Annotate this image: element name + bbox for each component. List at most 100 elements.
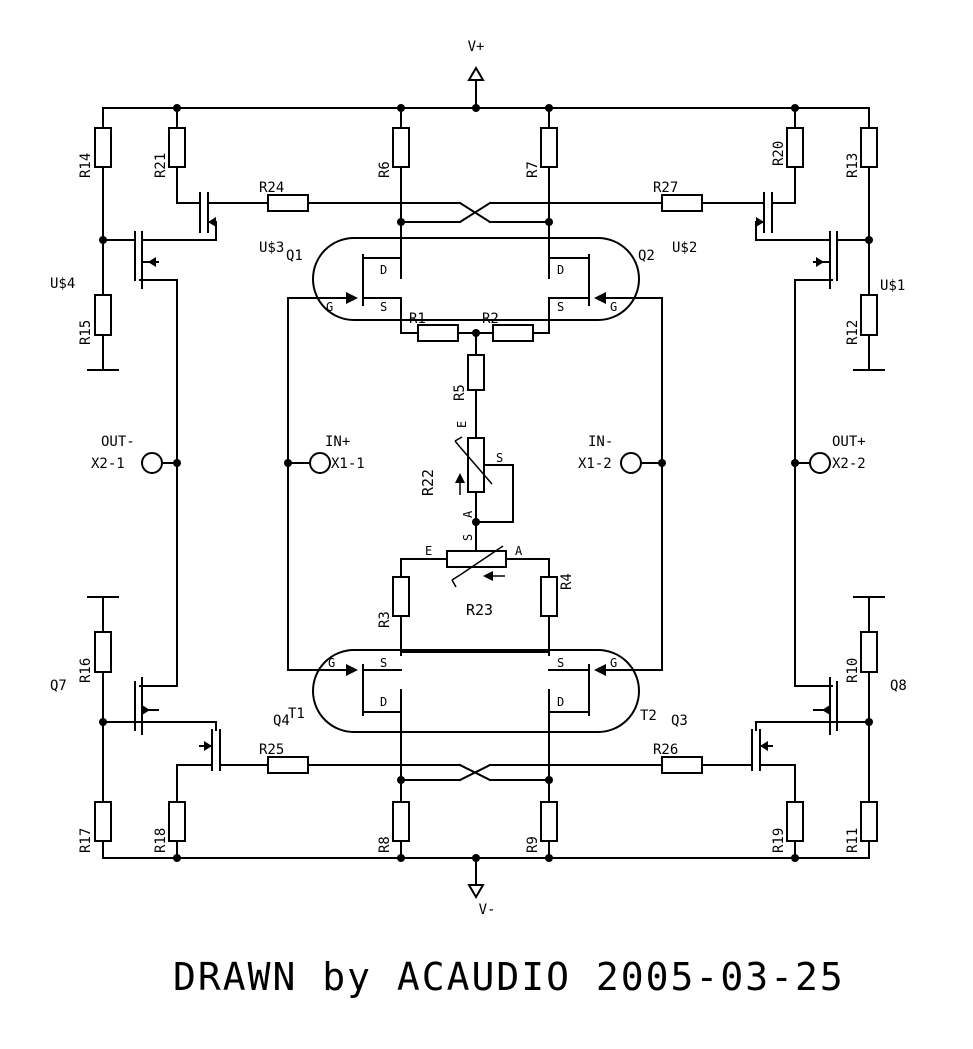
label-out-minus: OUT- (101, 434, 135, 450)
pin-labels: D S G D S G S G D S G D E S A S E A (326, 263, 617, 709)
label-r5: R5 (452, 384, 468, 401)
label-in-plus: IN+ (325, 434, 350, 450)
label-in-minus-ref: X1-2 (578, 456, 612, 472)
resistor-r12 (860, 294, 878, 336)
mosfet-q7 (134, 677, 159, 735)
label-r12: R12 (845, 320, 861, 345)
label-q4: Q4 (273, 713, 290, 729)
pin-r22-e: E (455, 421, 469, 428)
resistor-r15 (94, 294, 112, 336)
pin-q2-s: S (557, 300, 564, 314)
label-q8: Q8 (890, 678, 907, 694)
jfet-t2 (548, 664, 606, 716)
q3-arrow-icon (760, 741, 768, 751)
jfet-pair-q1-q2-outline (312, 237, 640, 321)
pin-t2-g: G (610, 656, 617, 670)
in-plus-terminal-icon (309, 452, 331, 474)
pin-q2-d: D (557, 263, 564, 277)
label-r6: R6 (377, 161, 393, 178)
label-u4: U$4 (50, 276, 75, 292)
label-r27: R27 (653, 180, 678, 196)
label-r4: R4 (559, 573, 575, 590)
label-r9: R9 (525, 836, 541, 853)
label-r2: R2 (482, 311, 499, 327)
jfet-q2 (548, 254, 606, 306)
label-r17: R17 (78, 828, 94, 853)
vminus-label: V- (479, 902, 496, 918)
transistor-pairs (312, 237, 640, 733)
label-r14: R14 (78, 153, 94, 178)
label-r16: R16 (78, 658, 94, 683)
label-r8: R8 (377, 836, 393, 853)
connectors (141, 452, 831, 474)
t2-gate-arrow-icon (594, 664, 606, 676)
label-r11: R11 (845, 828, 861, 853)
t1-gate-arrow-icon (346, 664, 358, 676)
resistor-r19 (786, 801, 804, 842)
label-q7: Q7 (50, 678, 67, 694)
label-r23: R23 (466, 601, 493, 619)
potentiometer-wipers (451, 436, 505, 588)
resistor-r1 (417, 324, 459, 342)
label-r19: R19 (771, 828, 787, 853)
r23-adjust-arrow-icon (483, 571, 493, 581)
pin-q2-g: G (610, 300, 617, 314)
out-minus-terminal-icon (141, 452, 163, 474)
q1-gate-arrow-icon (346, 292, 358, 304)
label-r26: R26 (653, 742, 678, 758)
supply-rails: V+ V- (102, 39, 870, 918)
label-r22: R22 (419, 469, 437, 496)
resistor-r20 (786, 127, 804, 168)
jfet-q1 (346, 254, 402, 306)
label-r13: R13 (845, 153, 861, 178)
label-r3: R3 (377, 611, 393, 628)
resistor-r5 (467, 354, 485, 391)
resistor-r4 (540, 576, 558, 617)
resistor-r18 (168, 801, 186, 842)
label-r20: R20 (771, 141, 787, 166)
pin-t1-g: G (328, 656, 335, 670)
jfet-pair-t1-t2-outline (312, 649, 640, 733)
vminus-arrow-icon (467, 884, 485, 899)
resistor-r10 (860, 631, 878, 673)
resistor-r3 (392, 576, 410, 617)
resistor-r14 (94, 127, 112, 168)
label-out-minus-ref: X2-1 (91, 456, 125, 472)
label-r1: R1 (409, 311, 426, 327)
label-q1: Q1 (286, 248, 303, 264)
pin-r23-a: A (515, 544, 523, 558)
mosfet-u4 (134, 231, 159, 289)
u1-arrow-icon (816, 257, 824, 267)
mosfet-q4 (199, 721, 221, 771)
u4-arrow-icon (148, 257, 156, 267)
q8-arrow-icon (822, 705, 830, 715)
vplus-label: V+ (468, 39, 485, 55)
u2-arrow-icon (756, 217, 764, 227)
resistor-labels: R14 R21 R6 R7 R20 R13 R24 R27 R15 R12 R1… (78, 141, 861, 853)
resistors (94, 127, 878, 842)
resistor-r7 (540, 127, 558, 168)
pin-r23-s: S (461, 534, 475, 541)
label-in-plus-ref: X1-1 (331, 456, 365, 472)
pin-q1-d: D (380, 263, 387, 277)
out-plus-terminal-icon (809, 452, 831, 474)
r22-adjust-arrow-icon (455, 473, 465, 483)
resistor-r21 (168, 127, 186, 168)
pin-r22-s: S (496, 451, 503, 465)
label-r21: R21 (153, 153, 169, 178)
resistor-r25 (267, 756, 309, 774)
resistor-r26 (661, 756, 703, 774)
pin-q1-s: S (380, 300, 387, 314)
label-r25: R25 (259, 742, 284, 758)
label-t1: T1 (288, 706, 305, 722)
pin-q1-g: G (326, 300, 333, 314)
mosfet-u1 (813, 231, 838, 289)
mosfet-q3 (751, 721, 773, 771)
resistor-r8 (392, 801, 410, 842)
pin-r23-e: E (425, 544, 432, 558)
resistor-r2 (492, 324, 534, 342)
q4-arrow-icon (204, 741, 212, 751)
pin-t2-s: S (557, 656, 564, 670)
resistor-r16 (94, 631, 112, 673)
label-out-plus: OUT+ (832, 434, 866, 450)
